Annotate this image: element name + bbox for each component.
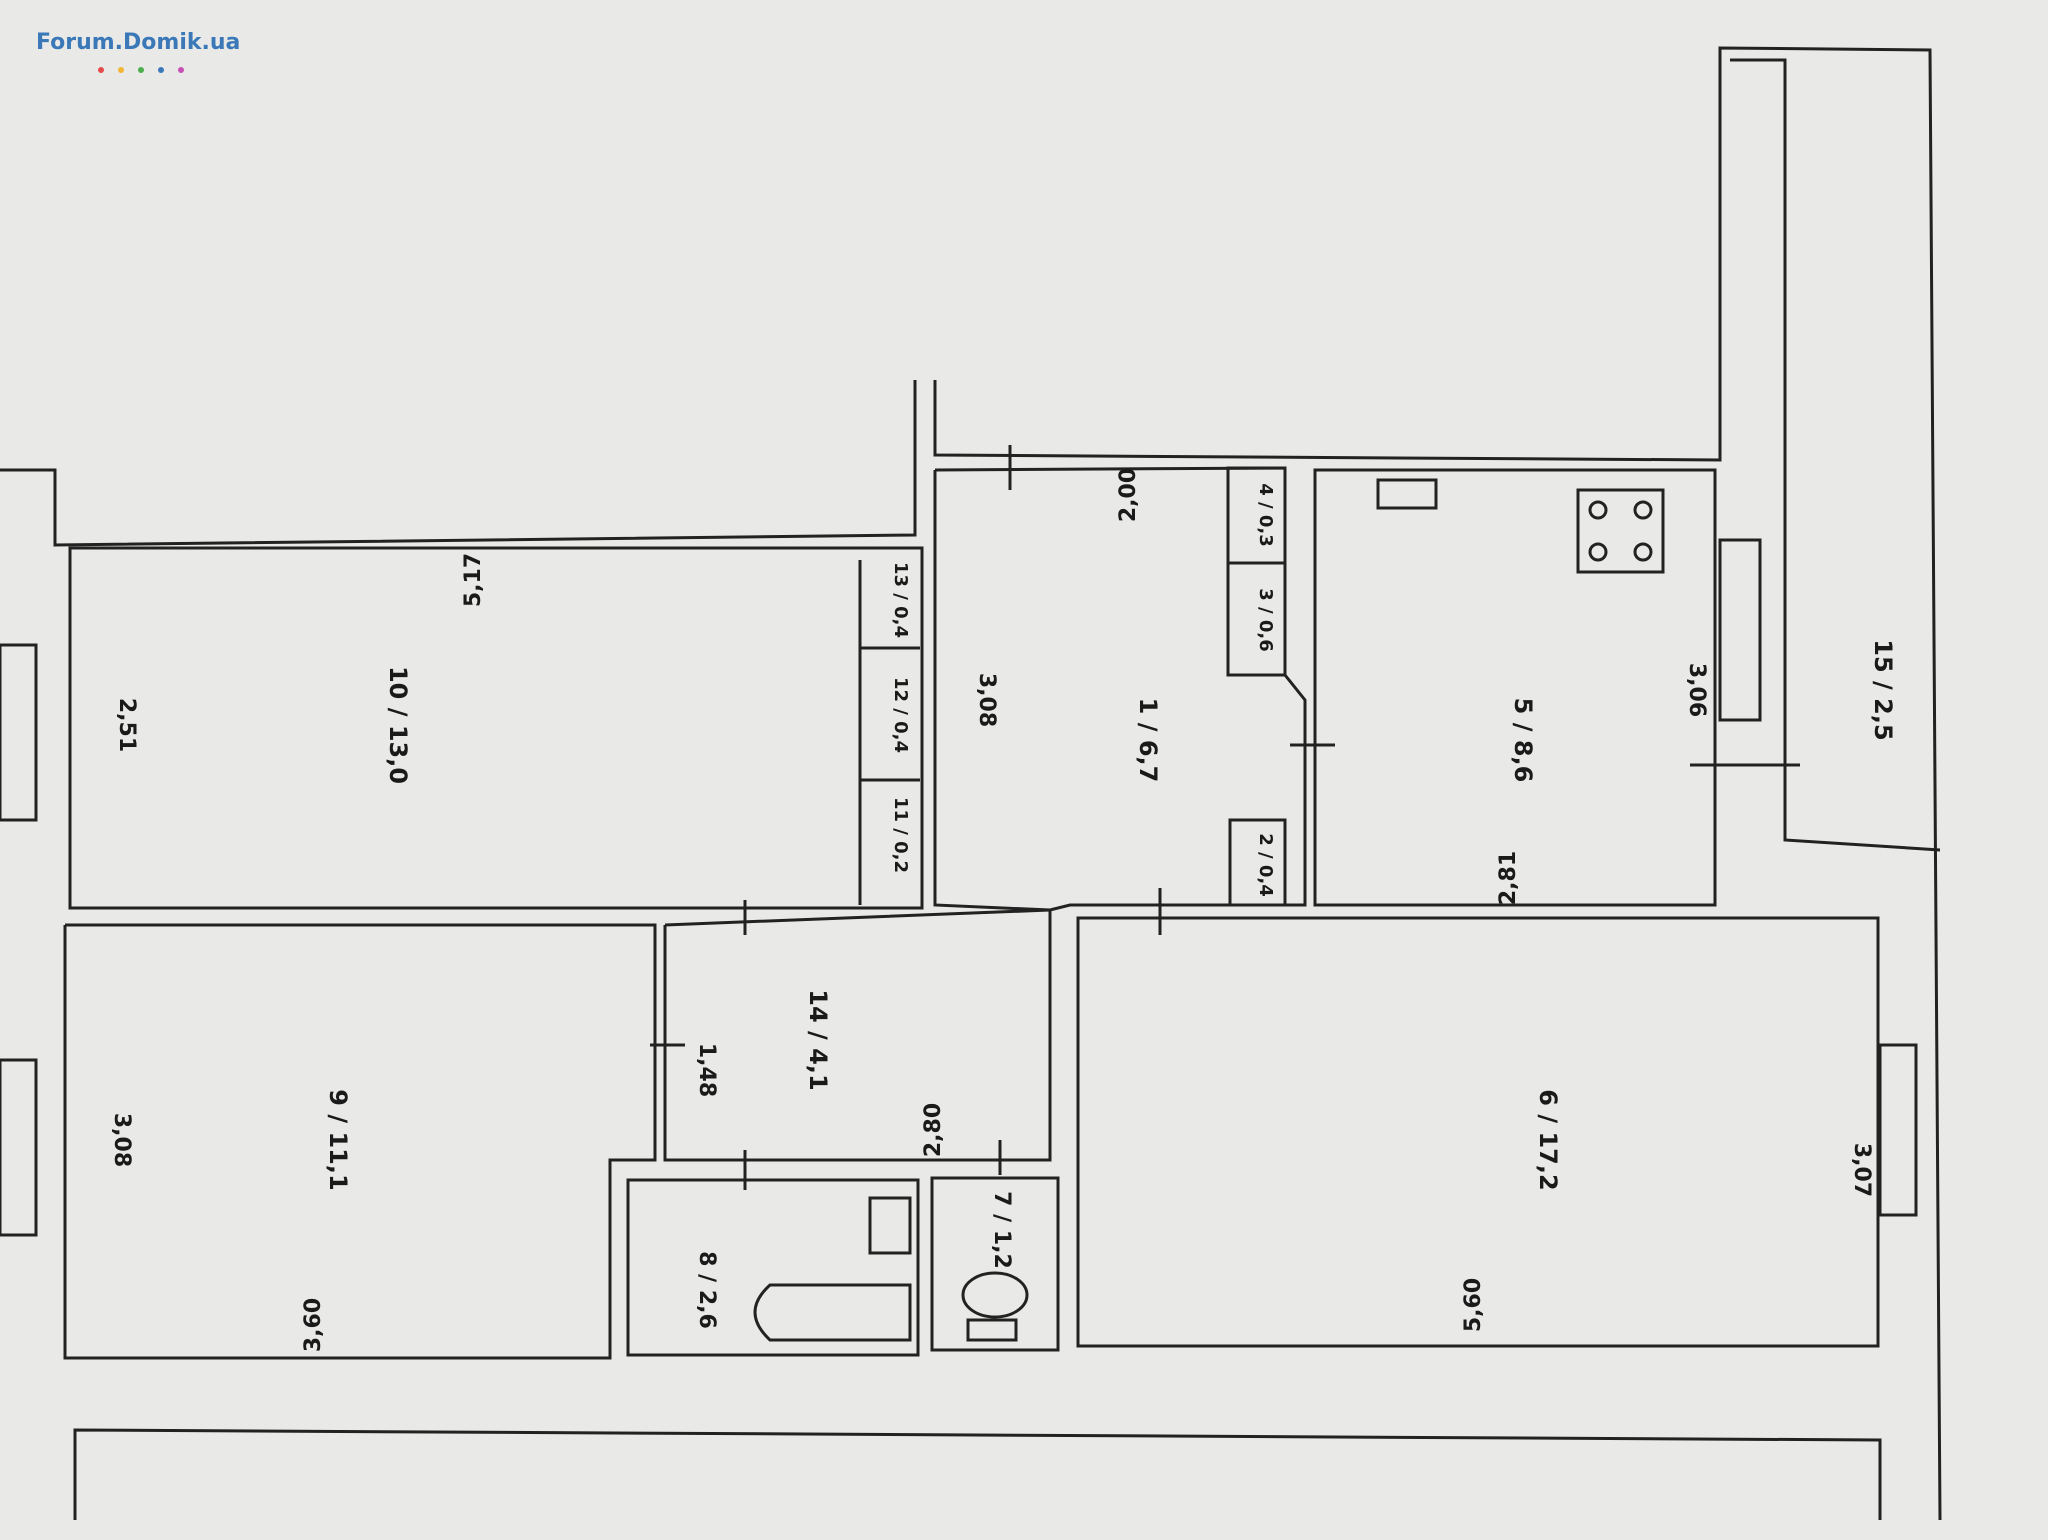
room-8-outline bbox=[626, 1178, 920, 1357]
dim-room10_short: 2,51 bbox=[114, 698, 139, 752]
dot-3 bbox=[138, 67, 144, 73]
room-5-label: 5 / 8,6 bbox=[1509, 698, 1537, 783]
watermark-dots bbox=[98, 58, 198, 77]
room-9-label: 9 / 11,1 bbox=[324, 1089, 352, 1190]
room-15-outline bbox=[1730, 58, 1941, 852]
outer-wall-right bbox=[933, 46, 1942, 1521]
outer-wall-left bbox=[0, 380, 917, 547]
dim-room1_short: 2,00 bbox=[1116, 468, 1141, 522]
room-15-label: 15 / 2,5 bbox=[1869, 639, 1897, 740]
room-9-outline bbox=[63, 923, 657, 1360]
door-marks bbox=[650, 445, 1800, 1190]
room-7-outline bbox=[930, 1176, 1060, 1352]
room-5-outline bbox=[1313, 468, 1717, 907]
room-11-label: 11 / 0,2 bbox=[890, 797, 911, 873]
dim-room9_short: 3,08 bbox=[109, 1113, 134, 1167]
dim-room9_long: 3,60 bbox=[301, 1298, 326, 1352]
dim-room10_long: 5,17 bbox=[461, 553, 486, 607]
room-10-label: 10 / 13,0 bbox=[384, 666, 412, 784]
watermark-logo: Forum.Domik.ua bbox=[36, 30, 241, 55]
room-3-label: 3 / 0,6 bbox=[1255, 588, 1276, 652]
room-2-label: 2 / 0,4 bbox=[1255, 833, 1276, 897]
stove-icon bbox=[1576, 488, 1665, 574]
room-1-label: 1 / 6,7 bbox=[1134, 698, 1162, 783]
room-6-outline bbox=[1076, 916, 1880, 1348]
dim-room6_short: 3,07 bbox=[1849, 1143, 1874, 1197]
room-14-outline bbox=[663, 908, 1052, 1162]
dim-room14_long: 2,80 bbox=[921, 1103, 946, 1157]
dot-1 bbox=[98, 67, 104, 73]
dot-2 bbox=[118, 67, 124, 73]
room-4-label: 4 / 0,3 bbox=[1255, 483, 1276, 547]
room-8-label: 8 / 2,6 bbox=[694, 1251, 719, 1329]
room-12-label: 12 / 0,4 bbox=[890, 677, 911, 753]
room-7-label: 7 / 1,2 bbox=[989, 1191, 1014, 1269]
toilet-icon bbox=[966, 1318, 1018, 1342]
dim-room6_long: 5,60 bbox=[1461, 1278, 1486, 1332]
bathtub-icon bbox=[753, 1283, 912, 1342]
room-6-label: 6 / 17,2 bbox=[1534, 1089, 1562, 1190]
outer-wall-bottom bbox=[73, 1428, 1882, 1520]
room-10-outline bbox=[68, 546, 924, 910]
dim-room1_long: 3,08 bbox=[974, 673, 999, 727]
dim-room14_short: 1,48 bbox=[694, 1043, 719, 1097]
dim-room5_short: 2,81 bbox=[1496, 851, 1521, 905]
sink-icon bbox=[1376, 478, 1438, 510]
dot-4 bbox=[158, 67, 164, 73]
dot-5 bbox=[178, 67, 184, 73]
room-14-label: 14 / 4,1 bbox=[804, 989, 832, 1090]
dim-room5_long: 3,06 bbox=[1684, 663, 1709, 717]
room-13-label: 13 / 0,4 bbox=[890, 562, 911, 638]
